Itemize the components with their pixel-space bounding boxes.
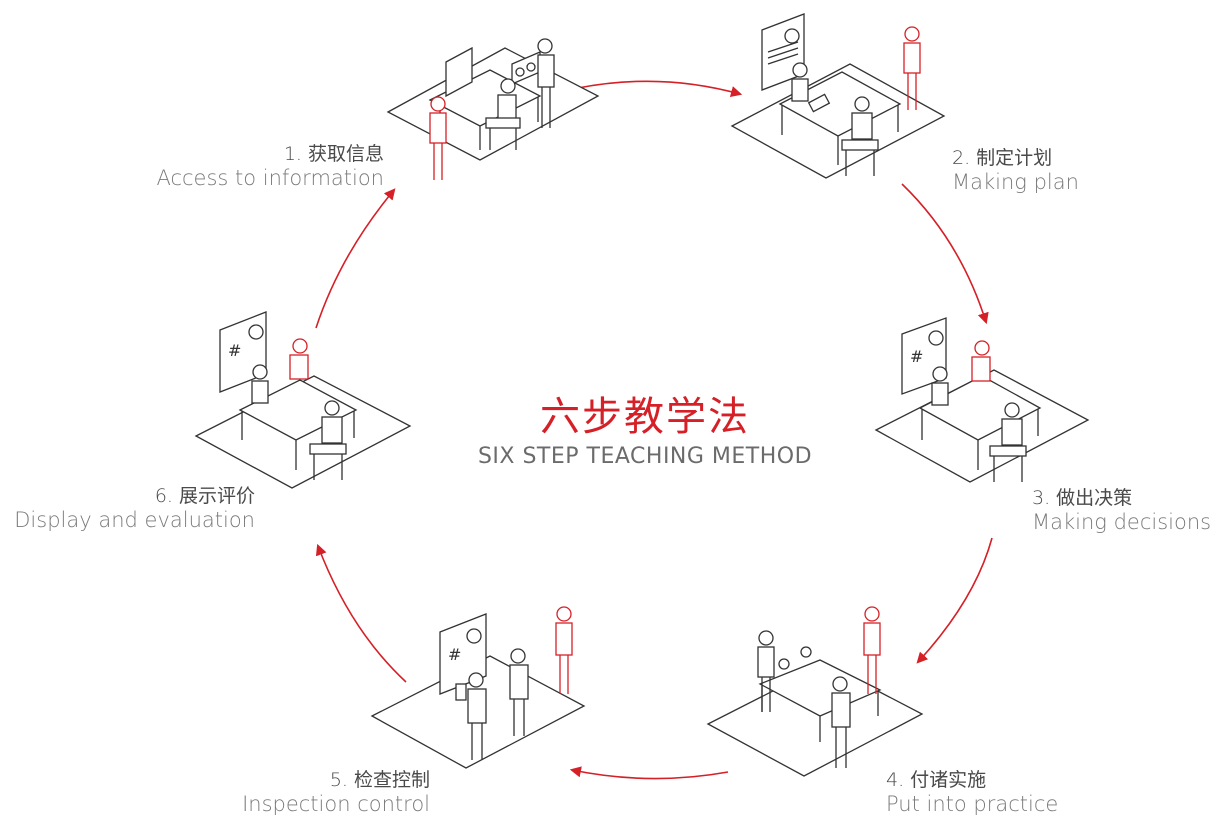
table <box>778 71 902 137</box>
svg-text:#: # <box>228 341 241 360</box>
svg-text:#: # <box>448 645 461 664</box>
step-6-cn: 6. 展示评价 <box>154 485 255 507</box>
arrow-1-to-2 <box>577 80 743 98</box>
person-pointing <box>509 648 529 736</box>
person-seated-left <box>251 364 269 404</box>
person-highlighted <box>863 606 881 694</box>
step-5-cn: 5. 检查控制 <box>329 769 430 791</box>
person-seated-front <box>309 400 347 480</box>
arrow-5-to-6 <box>315 543 407 683</box>
arrow-3-to-4 <box>916 537 993 664</box>
step-2-en: Making plan <box>952 169 1079 194</box>
step-1-label: 1. 获取信息 Access to information <box>156 143 384 190</box>
person-seated <box>485 78 521 150</box>
table <box>238 379 358 441</box>
step-1-cn: 1. 获取信息 <box>283 143 384 165</box>
person-with-clipboard <box>455 672 487 760</box>
display-board <box>219 311 267 393</box>
person-standing <box>537 38 555 128</box>
step-3-label: 3. 做出决策 Making decisions <box>1032 487 1212 534</box>
table <box>918 375 1042 441</box>
person-seated-front <box>989 402 1027 482</box>
step-1-en: Access to information <box>156 165 384 190</box>
step-2-cn: 2. 制定计划 <box>952 147 1053 169</box>
person-front <box>831 676 851 768</box>
scene-access-information <box>386 38 600 180</box>
scene-making-plan <box>730 13 946 179</box>
step-6-label: 6. 展示评价 Display and evaluation <box>14 485 255 532</box>
scene-display-evaluation: # <box>194 311 412 489</box>
cycle-arrows <box>315 80 993 780</box>
step-4-en: Put into practice <box>886 791 1059 816</box>
person-seated-left <box>931 366 949 406</box>
step-4-cn: 4. 付诸实施 <box>886 769 987 791</box>
person-highlighted <box>289 338 309 380</box>
svg-text:#: # <box>910 347 923 366</box>
person-highlighted <box>971 340 991 382</box>
step-5-en: Inspection control <box>242 791 430 816</box>
person-seated-left <box>791 62 809 102</box>
person-left <box>757 630 775 712</box>
step-3-cn: 3. 做出决策 <box>1032 487 1133 509</box>
scene-put-into-practice <box>706 606 924 777</box>
arrow-2-to-3 <box>901 183 989 325</box>
step-6-en: Display and evaluation <box>14 507 255 532</box>
person-highlighted <box>429 96 447 180</box>
title-chinese: 六步教学法 <box>540 394 750 440</box>
step-5-label: 5. 检查控制 Inspection control <box>242 769 430 816</box>
monitor <box>445 46 473 98</box>
scene-making-decisions: # <box>874 317 1090 483</box>
arrow-4-to-5 <box>569 766 729 780</box>
arrow-6-to-1 <box>315 188 396 329</box>
step-3-en: Making decisions <box>1032 509 1212 534</box>
step-4-label: 4. 付诸实施 Put into practice <box>886 769 1059 816</box>
person-highlighted <box>903 26 921 110</box>
title-english: SIX STEP TEACHING METHOD <box>477 444 813 469</box>
person-seated-front <box>841 96 879 176</box>
diagram-title: 六步教学法 SIX STEP TEACHING METHOD <box>465 384 825 469</box>
scene-inspection-control: # <box>370 606 586 769</box>
step-2-label: 2. 制定计划 Making plan <box>952 147 1079 194</box>
person-highlighted <box>555 606 573 694</box>
